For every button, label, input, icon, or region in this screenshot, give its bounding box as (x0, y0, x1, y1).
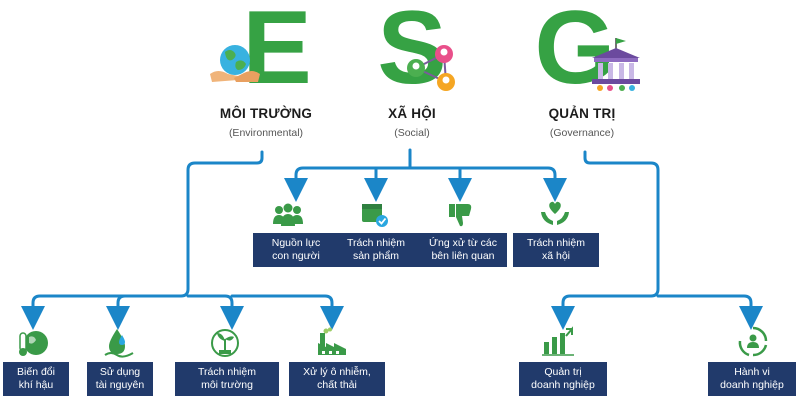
pillar-subtitle-environmental: (Environmental) (228, 127, 304, 139)
social-item-line2: sản phẩm (352, 250, 400, 262)
gov-item-line1: Hành vi (734, 366, 770, 378)
env-item-climate-change: Biến đổi khí hậu (3, 362, 69, 396)
water-drop-icon (104, 329, 134, 358)
gov-trunk (551, 150, 660, 330)
people-group-icon (273, 203, 303, 226)
plant-sprout-icon (211, 329, 239, 357)
social-item-line1: Ứng xử từ các (429, 237, 497, 249)
social-item-human-resources: Nguồn lực con người (253, 233, 339, 267)
social-line-4 (458, 166, 567, 202)
recycle-person-icon (738, 326, 768, 357)
earth-hands-icon (210, 45, 260, 82)
social-item-line1: Trách nhiệm (347, 237, 405, 249)
social-item-product-responsibility: Trách nhiệm sản phẩm (333, 233, 419, 267)
product-check-icon (362, 204, 388, 227)
social-item-line1: Nguồn lực (271, 237, 321, 249)
env-line-2 (106, 294, 130, 330)
social-line-1 (284, 166, 462, 202)
social-item-line2: con người (272, 250, 320, 262)
env-item-line2: khí hậu (18, 379, 54, 391)
letter-e: E (242, 0, 312, 106)
bar-chart-people-icon (542, 326, 574, 356)
gov-item-corporate-behavior: Hành vi doanh nghiệp (708, 362, 796, 396)
gov-item-line2: doanh nghiệp (720, 379, 784, 391)
globe-thermometer-icon (19, 331, 48, 356)
factory-icon (318, 327, 346, 355)
social-item-line1: Trách nhiệm (527, 237, 585, 249)
gov-line-2 (656, 294, 763, 330)
env-item-line1: Biến đổi (17, 366, 55, 378)
gov-item-line1: Quản trị (544, 366, 582, 378)
env-item-environmental-responsibility: Trách nhiệm môi trường (175, 362, 279, 396)
env-item-line1: Sử dụng (99, 366, 141, 378)
pillar-title-governance: QUẢN TRỊ (548, 106, 616, 121)
env-line-3 (186, 294, 244, 330)
env-item-line2: chất thải (317, 379, 357, 391)
social-item-line2: xã hội (541, 250, 571, 262)
env-line-4 (230, 294, 344, 330)
pillar-title-environmental: MÔI TRƯỜNG (219, 106, 313, 121)
social-item-line2: bên liên quan (431, 250, 495, 262)
env-item-line2: môi trường (201, 379, 253, 391)
heart-hands-icon (541, 201, 569, 225)
social-network-icon (407, 45, 455, 91)
env-item-resource-use: Sử dụng tài nguyên (87, 362, 153, 396)
gov-item-corporate-governance: Quản trị doanh nghiệp (519, 362, 607, 396)
env-trunk (21, 150, 264, 330)
social-item-stakeholder-conduct: Ứng xử từ các bên liên quan (419, 233, 507, 267)
thumbs-down-icon (449, 204, 472, 227)
env-item-line1: Trách nhiệm (198, 366, 256, 378)
social-item-social-responsibility: Trách nhiệm xã hội (513, 233, 599, 267)
env-item-line2: tài nguyên (95, 379, 145, 391)
env-item-pollution-waste: Xử lý ô nhiễm, chất thải (289, 362, 385, 396)
pillar-subtitle-social: (Social) (394, 127, 430, 139)
env-item-line1: Xử lý ô nhiễm, (303, 366, 371, 378)
pillar-title-social: XÃ HỘI (388, 106, 436, 121)
letter-s: S (377, 0, 447, 106)
government-building-icon (592, 38, 640, 91)
pillar-subtitle-governance: (Governance) (549, 127, 615, 139)
gov-item-line2: doanh nghiệp (531, 379, 595, 391)
